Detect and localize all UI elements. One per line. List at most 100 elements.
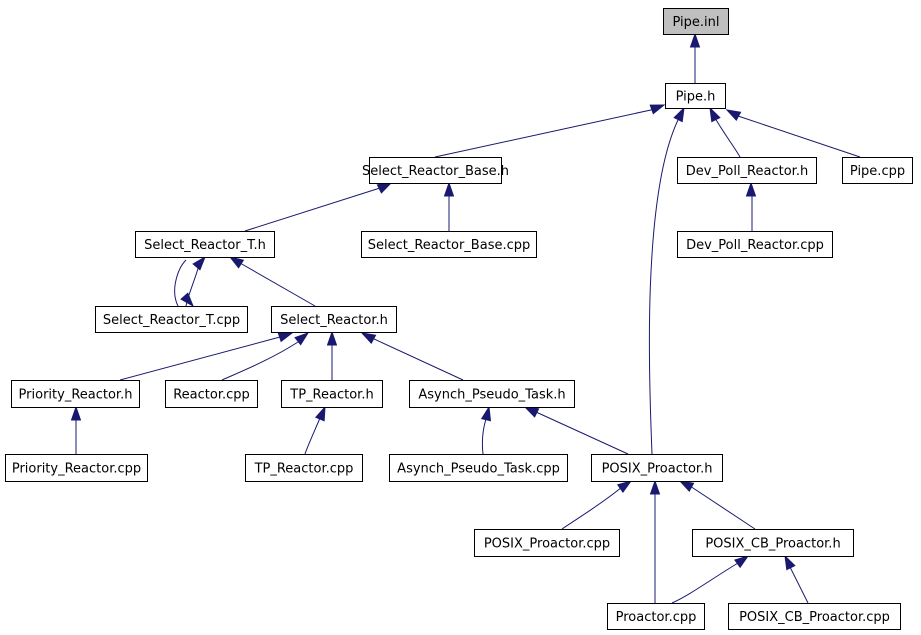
arrowhead	[523, 406, 540, 418]
arrowhead	[784, 554, 796, 571]
edge-line	[174, 259, 187, 307]
node-posix-cb-proactor-cpp[interactable]: POSIX_CB_Proactor.cpp	[728, 603, 901, 630]
node-asynch-pseudo-task-cpp[interactable]: Asynch_Pseudo_Task.cpp	[389, 454, 568, 482]
node-box	[361, 231, 537, 258]
node-label: Proactor.cpp	[616, 610, 697, 625]
edge-priority-reactor-cpp-includes-priority-reactor-h	[70, 405, 82, 454]
edge-line	[304, 417, 321, 455]
node-label: Pipe.h	[676, 90, 716, 105]
arrowhead	[360, 332, 377, 345]
node-label: POSIX_CB_Proactor.cpp	[739, 610, 890, 625]
edge-posix-cb-proactor-cpp-includes-posix-cb-proactor-h	[784, 554, 809, 604]
arrowhead	[315, 405, 326, 422]
node-box	[591, 454, 723, 482]
arrowhead	[480, 405, 492, 422]
edge-asynch-pseudo-task-h-includes-select-reactor-h	[360, 332, 464, 381]
node-label: Select_Reactor_T.cpp	[103, 313, 240, 328]
arrowhead	[228, 256, 245, 269]
node-label: Pipe.inl	[672, 15, 719, 30]
arrowhead	[689, 32, 701, 48]
edge-line	[535, 411, 629, 455]
edge-tp-reactor-h-includes-select-reactor-h	[326, 330, 338, 380]
edge-dev-poll-reactor-h-includes-pipe-h	[709, 106, 741, 158]
node-box	[677, 231, 833, 258]
edge-select-reactor-t-cpp-includes-select-reactor-t-h	[185, 255, 206, 307]
arrowhead	[745, 181, 757, 197]
edge-dev-poll-reactor-cpp-includes-dev-poll-reactor-h	[745, 181, 757, 231]
arrowhead	[70, 405, 82, 421]
arrowhead	[294, 332, 310, 346]
node-posix-cb-proactor-h[interactable]: POSIX_CB_Proactor.h	[692, 529, 854, 557]
edge-posix-cb-proactor-h-includes-posix-proactor-h	[678, 480, 756, 530]
node-priority-reactor-h[interactable]: Priority_Reactor.h	[11, 380, 140, 408]
arrowhead	[443, 181, 455, 197]
node-proactor-cpp[interactable]: Proactor.cpp	[607, 603, 705, 630]
edge-line	[737, 115, 861, 158]
arrowhead	[326, 330, 338, 346]
node-box	[11, 380, 140, 408]
edge-select-reactor-h-includes-select-reactor-t-h	[228, 256, 316, 307]
node-select-reactor-h[interactable]: Select_Reactor.h	[271, 306, 397, 333]
node-tp-reactor-cpp[interactable]: TP_Reactor.cpp	[245, 454, 363, 482]
arrowhead	[725, 109, 742, 121]
node-dev-poll-reactor-cpp[interactable]: Dev_Poll_Reactor.cpp	[677, 231, 833, 258]
node-box	[135, 231, 275, 258]
edge-posix-proactor-cpp-includes-posix-proactor-h	[561, 480, 633, 530]
edge-line	[648, 119, 679, 455]
node-pipe-cpp[interactable]: Pipe.cpp	[842, 157, 913, 184]
node-posix-proactor-cpp[interactable]: POSIX_Proactor.cpp	[474, 529, 620, 557]
node-dev-poll-reactor-h[interactable]: Dev_Poll_Reactor.h	[677, 157, 817, 184]
node-label: Priority_Reactor.cpp	[12, 462, 141, 477]
edge-select-reactor-base-cpp-includes-select-reactor-base-h	[443, 181, 455, 231]
arrowhead	[678, 480, 695, 493]
node-select-reactor-t-h[interactable]: Select_Reactor_T.h	[135, 231, 275, 258]
edge-pipe-h-includes-pipe-inl	[689, 32, 701, 83]
edge-line	[689, 485, 756, 530]
node-box	[842, 157, 913, 184]
edge-posix-proactor-h-includes-asynch-pseudo-task-h	[523, 406, 629, 455]
node-label: Select_Reactor.h	[280, 313, 388, 328]
node-reactor-cpp[interactable]: Reactor.cpp	[165, 380, 258, 408]
node-pipe-inl[interactable]: Pipe.inl	[663, 8, 729, 35]
node-select-reactor-base-h[interactable]: Select_Reactor_Base.h	[362, 157, 509, 184]
node-box	[165, 380, 258, 408]
edge-line	[221, 341, 299, 381]
arrowhead	[709, 106, 721, 123]
arrowhead	[649, 104, 666, 115]
edge-line	[671, 562, 739, 604]
edge-line	[434, 107, 661, 158]
edge-tp-reactor-cpp-includes-tp-reactor-h	[304, 405, 326, 455]
node-box	[95, 306, 248, 333]
node-label: Priority_Reactor.h	[19, 388, 133, 403]
node-label: Reactor.cpp	[173, 388, 250, 403]
arrowhead	[277, 332, 294, 343]
node-posix-proactor-h[interactable]: POSIX_Proactor.h	[591, 454, 723, 482]
arrowhead	[376, 182, 393, 194]
edge-proactor-cpp-includes-posix-cb-proactor-h	[671, 555, 750, 604]
arrowhead	[734, 555, 750, 569]
edge-asynch-pseudo-task-cpp-includes-asynch-pseudo-task-h	[480, 405, 492, 455]
arrowhead	[649, 479, 661, 495]
edge-select-reactor-t-h-includes-select-reactor-base-h	[244, 182, 393, 232]
node-select-reactor-base-cpp[interactable]: Select_Reactor_Base.cpp	[361, 231, 537, 258]
node-box	[692, 529, 854, 557]
node-box	[281, 380, 383, 408]
node-box	[663, 8, 729, 35]
edge-select-reactor-t-h-includes-select-reactor-t-cpp	[174, 259, 195, 308]
node-pipe-h[interactable]: Pipe.h	[665, 83, 726, 109]
node-box	[474, 529, 620, 557]
node-box	[245, 454, 363, 482]
node-label: Pipe.cpp	[850, 164, 905, 179]
node-select-reactor-t-cpp[interactable]: Select_Reactor_T.cpp	[95, 306, 248, 333]
node-box	[271, 306, 397, 333]
node-tp-reactor-h[interactable]: TP_Reactor.h	[281, 380, 383, 408]
arrowhead	[673, 106, 685, 123]
edge-reactor-cpp-includes-select-reactor-h	[221, 332, 310, 381]
node-asynch-pseudo-task-h[interactable]: Asynch_Pseudo_Task.h	[409, 380, 575, 408]
edge-select-reactor-base-h-includes-pipe-h	[434, 104, 666, 158]
node-priority-reactor-cpp[interactable]: Priority_Reactor.cpp	[5, 454, 148, 482]
edge-line	[481, 418, 487, 455]
arrowhead	[616, 480, 633, 494]
node-label: POSIX_Proactor.h	[602, 462, 713, 477]
